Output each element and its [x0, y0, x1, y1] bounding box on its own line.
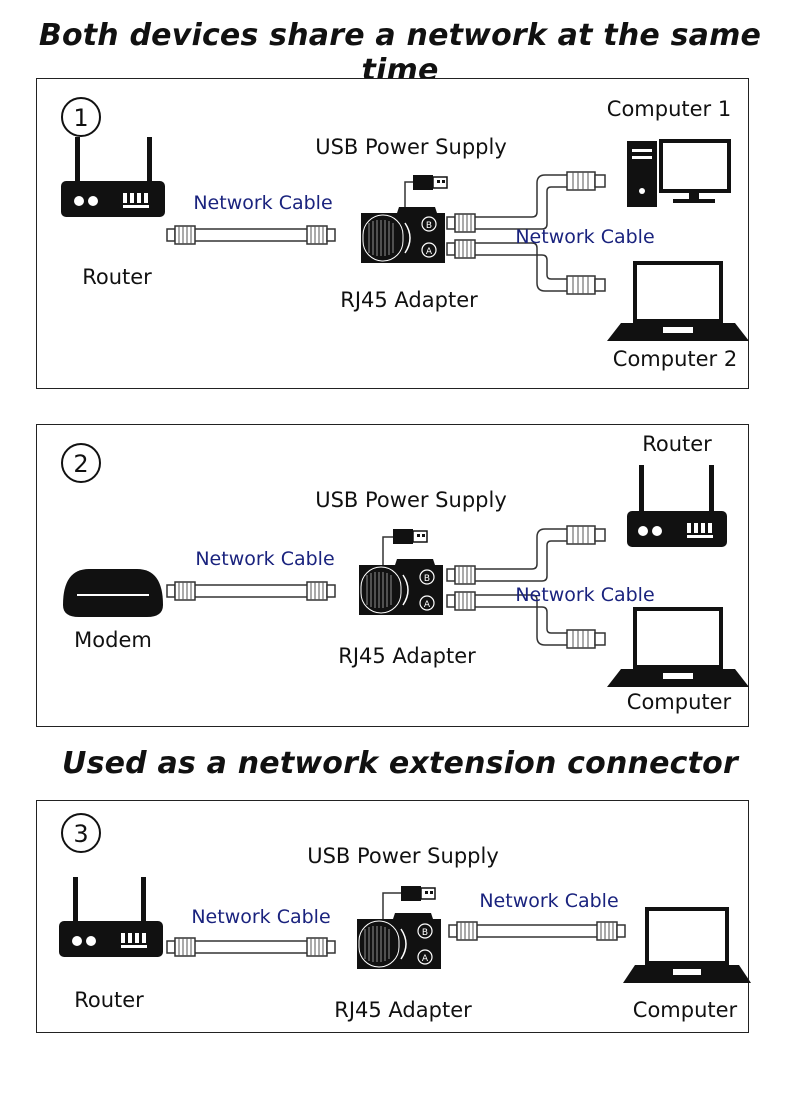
- rj45-adapter-icon: B A: [359, 559, 443, 615]
- left-cable-label: Network Cable: [193, 192, 332, 214]
- step-number-circle: [61, 97, 101, 137]
- usb-plug-icon: [382, 529, 428, 565]
- router-icon: [59, 877, 163, 957]
- router-icon: [61, 137, 165, 217]
- port-a-label: A: [422, 954, 429, 964]
- port-b-label: B: [426, 221, 432, 231]
- laptop-icon: [607, 607, 749, 687]
- step-number: 2: [73, 450, 88, 478]
- panel-3: 3 Router Network Cable USB Power Supply: [36, 800, 751, 1033]
- laptop-icon: [623, 907, 751, 983]
- panel-1-diagram: 1 Router Network Cable USB Power Supply: [61, 97, 749, 371]
- modem-icon: [63, 569, 163, 617]
- right-top-device-label: Router: [642, 432, 712, 456]
- usb-power-label: USB Power Supply: [315, 135, 507, 159]
- right-device-label: Computer: [633, 998, 738, 1022]
- right-cable-label: Network Cable: [515, 584, 654, 606]
- usb-power-label: USB Power Supply: [307, 844, 499, 868]
- left-device-label: Modem: [74, 628, 152, 652]
- port-a-label: A: [426, 247, 433, 257]
- right-top-device-label: Computer 1: [607, 97, 731, 121]
- right-network-cable: [446, 525, 606, 649]
- panel-3-diagram: 3 Router Network Cable USB Power Supply: [59, 813, 751, 1022]
- desktop-computer-icon: [627, 139, 731, 207]
- panel-2-diagram: 2 Modem Network Cable USB Power Supply: [61, 432, 749, 714]
- right-cable-label: Network Cable: [515, 226, 654, 248]
- right-network-cable: [448, 921, 626, 941]
- usb-power-label: USB Power Supply: [315, 488, 507, 512]
- left-network-cable: [166, 225, 336, 245]
- left-device-label: Router: [74, 988, 144, 1012]
- right-bottom-device-label: Computer: [627, 690, 732, 714]
- rj45-adapter-icon: B A: [357, 913, 441, 969]
- laptop-icon: [607, 261, 749, 341]
- panel-2: 2 Modem Network Cable USB Power Supply: [36, 424, 749, 727]
- adapter-label: RJ45 Adapter: [338, 644, 476, 668]
- left-device-label: Router: [82, 265, 152, 289]
- step-number-circle: [61, 813, 101, 853]
- right-bottom-device-label: Computer 2: [613, 347, 737, 371]
- usb-plug-icon: [404, 175, 448, 213]
- port-b-label: B: [422, 928, 428, 938]
- adapter-label: RJ45 Adapter: [340, 288, 478, 312]
- left-cable-label: Network Cable: [191, 906, 330, 928]
- heading-extension-connector: Used as a network extension connector: [62, 746, 738, 781]
- left-network-cable: [166, 937, 336, 957]
- rj45-adapter-icon: B A: [361, 207, 445, 263]
- port-b-label: B: [424, 574, 430, 584]
- usb-plug-icon: [382, 886, 436, 919]
- left-network-cable: [166, 581, 336, 601]
- router-icon: [627, 465, 727, 547]
- step-number-circle: [61, 443, 101, 483]
- adapter-label: RJ45 Adapter: [334, 998, 472, 1022]
- step-number: 3: [73, 820, 88, 848]
- panel-1: 1 Router Network Cable USB Power Supply: [36, 78, 749, 389]
- right-cable-label: Network Cable: [479, 890, 618, 912]
- left-cable-label: Network Cable: [195, 548, 334, 570]
- right-network-cable: [446, 171, 606, 295]
- heading-shared-network: Both devices share a network at the same…: [38, 18, 762, 88]
- step-number: 1: [73, 104, 88, 132]
- port-a-label: A: [424, 600, 431, 610]
